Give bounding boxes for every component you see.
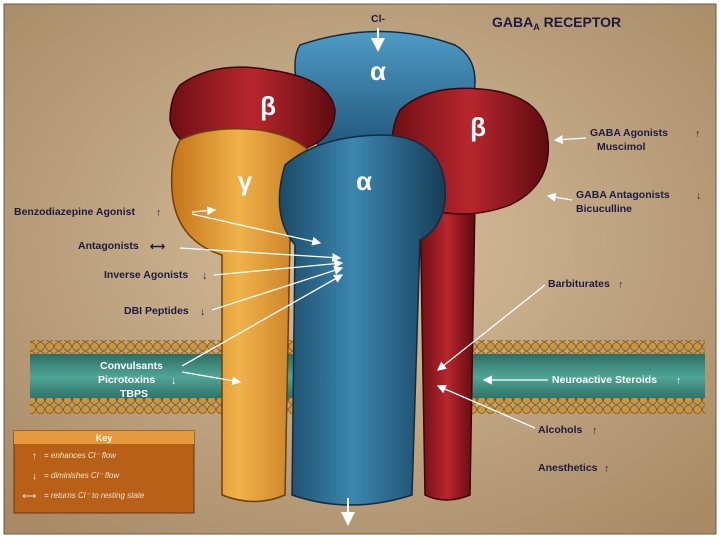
- beta-left-label: β: [260, 91, 276, 121]
- up-arrow-icon: ↑: [618, 279, 623, 291]
- up-arrow-icon: ↑: [592, 425, 597, 437]
- up-arrow-icon: ↑: [156, 207, 161, 219]
- alpha-front-label: α: [356, 166, 372, 196]
- dbi-peptides-label: DBI Peptides: [124, 305, 189, 317]
- gamma-label: γ: [238, 166, 253, 196]
- chloride-ion-label: Cl-: [371, 13, 386, 25]
- bidirectional-arrow-icon: ⟷: [150, 241, 166, 253]
- barbiturates-label: Barbiturates: [548, 278, 610, 290]
- convulsants-arrow-alpha: [181, 274, 344, 367]
- alcohols-arrow: [436, 384, 536, 429]
- antagonists-label: Antagonists: [78, 240, 139, 252]
- key-item-enhances: = enhances Cl⁻ flow: [44, 451, 117, 460]
- up-arrow-icon: ↑: [32, 451, 37, 462]
- up-arrow-icon: ↑: [604, 463, 609, 475]
- alcohols-label: Alcohols: [538, 424, 582, 436]
- down-arrow-icon: ↓: [171, 375, 176, 387]
- key-title: Key: [96, 433, 113, 443]
- neuroactive-steroids-label: Neuroactive Steroids: [552, 374, 657, 386]
- barbiturates-arrow: [436, 284, 546, 371]
- gaba-agonists-arrow: [553, 134, 587, 145]
- antagonists-arrow: [179, 247, 342, 263]
- alpha-subunit-front: [278, 134, 447, 506]
- muscimol-label: Muscimol: [597, 141, 646, 153]
- down-arrow-icon: ↓: [200, 306, 205, 318]
- dbi-peptides-arrow: [211, 266, 344, 311]
- inverse-agonists-arrow: [213, 259, 344, 276]
- benzodiazepine-arrow-alpha: [191, 213, 322, 246]
- gaba-antagonists-label: GABA Antagonists: [576, 189, 670, 201]
- benzodiazepine-arrow-gamma: [191, 206, 217, 216]
- membrane-right: [460, 340, 705, 414]
- beta-right-label: β: [470, 112, 486, 142]
- key-item-diminishes: = diminishes Cl⁻ flow: [44, 471, 120, 480]
- gaba-agonists-label: GABA Agonists: [590, 127, 668, 139]
- legend-key: Key ↑ = enhances Cl⁻ flow ↓ = diminishes…: [13, 430, 195, 514]
- down-arrow-icon: ↓: [696, 190, 701, 202]
- benzodiazepine-agonist-label: Benzodiazepine Agonist: [14, 206, 135, 218]
- key-item-resting: = returns Cl⁻ to resting state: [44, 491, 145, 500]
- anesthetics-label: Anesthetics: [538, 462, 598, 474]
- convulsants-label: Convulsants: [100, 360, 163, 372]
- picrotoxins-label: Picrotoxins: [98, 374, 155, 386]
- diagram-title: GABAA RECEPTOR: [492, 14, 621, 32]
- bidirectional-arrow-icon: ⟷: [22, 491, 36, 502]
- gaba-antagonists-arrow: [546, 192, 573, 202]
- up-arrow-icon: ↑: [676, 375, 681, 387]
- tbps-label: TBPS: [120, 388, 148, 400]
- bicuculline-label: Bicuculline: [576, 203, 632, 215]
- down-arrow-icon: ↓: [202, 270, 207, 282]
- alpha-back-label: α: [370, 56, 386, 86]
- inverse-agonists-label: Inverse Agonists: [104, 269, 188, 281]
- up-arrow-icon: ↑: [695, 128, 700, 140]
- convulsants-arrow-gamma: [181, 371, 242, 386]
- down-arrow-icon: ↓: [32, 471, 37, 482]
- beta-subunit-right: [419, 199, 476, 501]
